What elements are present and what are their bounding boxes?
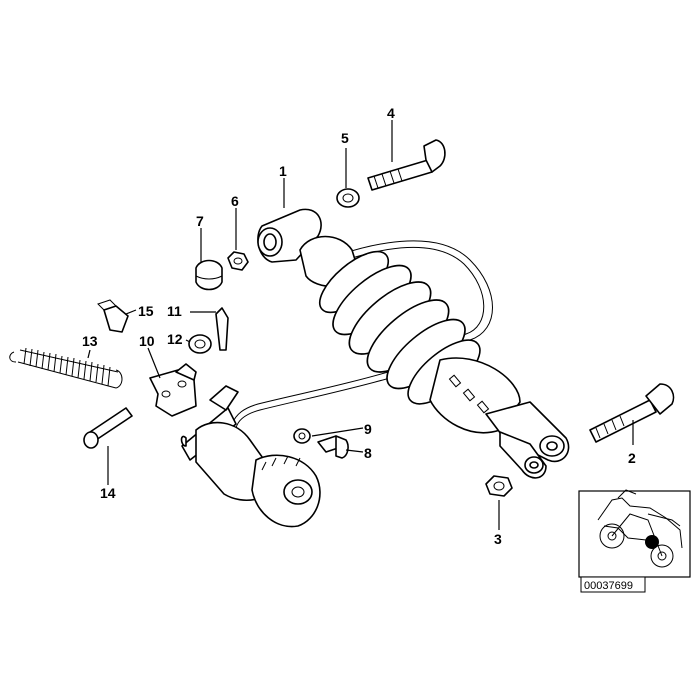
bolt-small <box>317 435 349 459</box>
washer-small <box>293 428 311 444</box>
callout-10: 10 <box>139 333 155 349</box>
spring-pin <box>215 307 229 351</box>
callout-5: 5 <box>341 130 349 146</box>
bolt-upper <box>367 139 446 191</box>
tension-spring <box>9 347 123 389</box>
remote-reservoir <box>180 385 321 528</box>
bolt-lower <box>589 383 675 443</box>
callout-15: 15 <box>138 303 154 319</box>
screw <box>97 299 129 333</box>
callout-1: 1 <box>279 163 287 179</box>
callout-4: 4 <box>387 105 395 121</box>
self-locking-nut <box>227 251 249 271</box>
pin <box>83 407 133 449</box>
nut <box>485 475 513 497</box>
washer-bracket <box>188 334 212 354</box>
location-inset: 00037699 <box>578 489 691 593</box>
washer-top <box>336 188 360 208</box>
location-marker <box>645 535 659 549</box>
leader-lines <box>87 120 634 530</box>
callout-7: 7 <box>196 213 204 229</box>
callout-8: 8 <box>364 445 372 461</box>
callout-numbers: 1 2 3 4 5 6 7 8 9 10 11 12 13 14 15 <box>82 105 636 547</box>
callout-14: 14 <box>100 485 116 501</box>
shock-absorber <box>257 208 570 479</box>
callout-13: 13 <box>82 333 98 349</box>
callout-6: 6 <box>231 193 239 209</box>
callout-11: 11 <box>167 303 182 319</box>
callout-9: 9 <box>364 421 372 437</box>
cap-nut <box>195 259 223 291</box>
reference-code: 00037699 <box>584 580 633 592</box>
callout-3: 3 <box>494 531 502 547</box>
callout-12: 12 <box>167 331 183 347</box>
callout-2: 2 <box>628 450 636 466</box>
bracket <box>149 363 197 417</box>
